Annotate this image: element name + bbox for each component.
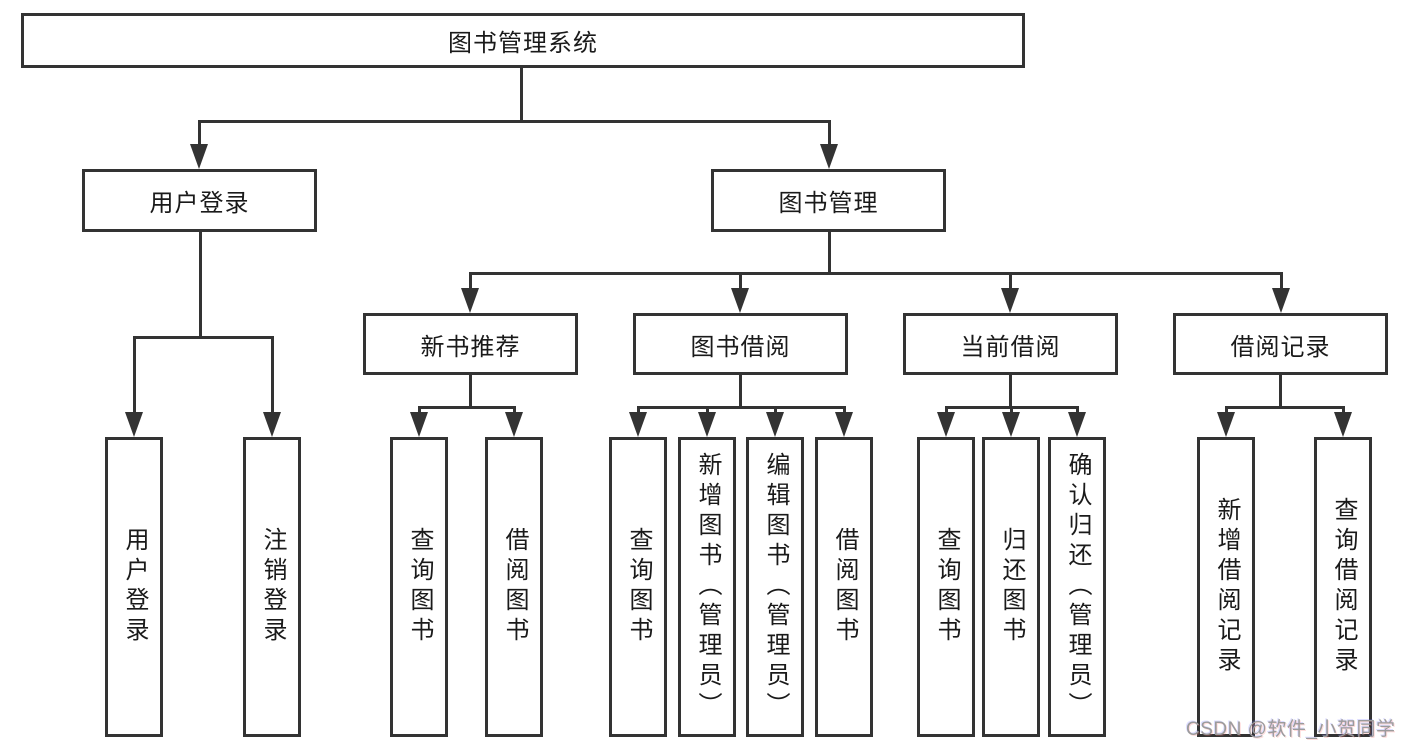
edge-leaf-line	[774, 406, 777, 415]
arrow-down-icon	[766, 412, 784, 437]
leaf-user-login: 用户登录	[105, 437, 163, 737]
edge-to-leaf-logout-line	[271, 336, 274, 414]
leaf-user-login-label: 用户登录	[121, 527, 148, 647]
edge-leaf-line	[1225, 406, 1228, 415]
edge-new-book-split-line	[418, 406, 516, 409]
leaf-borrow-books-label: 借阅图书	[831, 527, 858, 647]
node-root-book-management-system: 图书管理系统	[21, 13, 1025, 68]
node-book-borrow: 图书借阅	[633, 313, 848, 375]
node-book-management-label: 图书管理	[778, 190, 879, 217]
arrow-down-icon	[461, 288, 479, 313]
edge-leaf-line	[1342, 406, 1345, 415]
edge-to-current-borrow-line	[1009, 272, 1012, 291]
leaf-borrow-books-newbook-label: 借阅图书	[501, 527, 528, 647]
edge-root-stem-line	[520, 68, 523, 123]
leaf-query-books-current: 查询图书	[917, 437, 975, 737]
leaf-query-borrow-record-label: 查询借阅记录	[1330, 497, 1357, 677]
arrow-down-icon	[1217, 412, 1235, 437]
edge-leaf-line	[1076, 406, 1079, 415]
node-new-book-recommend-label: 新书推荐	[420, 333, 521, 361]
leaf-add-borrow-record: 新增借阅记录	[1197, 437, 1255, 737]
edge-book-borrow-stem-line	[739, 375, 742, 408]
arrow-down-icon	[125, 412, 143, 437]
leaf-add-borrow-record-label: 新增借阅记录	[1213, 497, 1240, 677]
arrow-down-icon	[410, 412, 428, 437]
node-current-borrow: 当前借阅	[903, 313, 1118, 375]
leaf-borrow-books: 借阅图书	[815, 437, 873, 737]
leaf-return-books-label: 归还图书	[998, 527, 1025, 647]
node-root-label: 图书管理系统	[448, 30, 598, 57]
edge-to-borrow-record-line	[1280, 272, 1283, 291]
leaf-query-books-newbook-label: 查询图书	[406, 527, 433, 647]
arrow-down-icon	[698, 412, 716, 437]
node-book-management: 图书管理	[711, 169, 946, 232]
node-current-borrow-label: 当前借阅	[960, 333, 1061, 361]
arrow-down-icon	[820, 144, 838, 169]
leaf-add-books-admin-label: 新增图书（管理员）	[694, 452, 721, 722]
edge-book-mgmt-split-line	[469, 272, 1283, 275]
edge-leaf-line	[1010, 406, 1013, 415]
leaf-query-books-borrow: 查询图书	[609, 437, 667, 737]
edge-leaf-line	[843, 406, 846, 415]
node-borrow-record-label: 借阅记录	[1230, 333, 1331, 361]
arrow-down-icon	[835, 412, 853, 437]
csdn-watermark: CSDN @软件_小贺同学	[1186, 719, 1396, 740]
leaf-query-books-newbook: 查询图书	[390, 437, 448, 737]
node-user-login: 用户登录	[82, 169, 317, 232]
leaf-confirm-return-admin: 确认归还（管理员）	[1048, 437, 1106, 737]
arrow-down-icon	[190, 144, 208, 169]
edge-to-leaf-login-line	[133, 336, 136, 414]
arrow-down-icon	[1002, 412, 1020, 437]
node-new-book-recommend: 新书推荐	[363, 313, 578, 375]
arrow-down-icon	[1334, 412, 1352, 437]
edge-leaf-line	[706, 406, 709, 415]
edge-leaf-line	[637, 406, 640, 415]
arrow-down-icon	[263, 412, 281, 437]
arrow-down-icon	[1272, 288, 1290, 313]
edge-leaf-line	[945, 406, 948, 415]
edge-user-login-split-line	[133, 336, 274, 339]
edge-leaf-line	[418, 406, 421, 415]
leaf-edit-books-admin-label: 编辑图书（管理员）	[762, 452, 789, 722]
leaf-logout-label: 注销登录	[259, 527, 286, 647]
leaf-logout: 注销登录	[243, 437, 301, 737]
edge-book-borrow-split-line	[637, 406, 846, 409]
edge-current-borrow-stem-line	[1009, 375, 1012, 408]
arrow-down-icon	[629, 412, 647, 437]
leaf-query-books-current-label: 查询图书	[933, 527, 960, 647]
edge-to-book-borrow-line	[739, 272, 742, 291]
edge-borrow-record-stem-line	[1279, 375, 1282, 408]
node-user-login-label: 用户登录	[149, 190, 250, 217]
edge-book-mgmt-stem-line	[828, 232, 831, 275]
arrow-down-icon	[1001, 288, 1019, 313]
arrow-down-icon	[1068, 412, 1086, 437]
leaf-return-books: 归还图书	[982, 437, 1040, 737]
edge-new-book-stem-line	[469, 375, 472, 408]
leaf-confirm-return-admin-label: 确认归还（管理员）	[1064, 452, 1091, 722]
arrow-down-icon	[505, 412, 523, 437]
arrow-down-icon	[937, 412, 955, 437]
edge-leaf-line	[513, 406, 516, 415]
edge-to-user-login-line	[198, 120, 201, 147]
leaf-query-books-borrow-label: 查询图书	[625, 527, 652, 647]
arrow-down-icon	[731, 288, 749, 313]
node-book-borrow-label: 图书借阅	[690, 333, 791, 361]
edge-user-login-stem-line	[199, 232, 202, 338]
edge-to-book-mgmt-line	[828, 120, 831, 147]
leaf-query-borrow-record: 查询借阅记录	[1314, 437, 1372, 737]
edge-root-split-line	[198, 120, 831, 123]
edge-to-new-book-line	[469, 272, 472, 291]
leaf-edit-books-admin: 编辑图书（管理员）	[746, 437, 804, 737]
node-borrow-record: 借阅记录	[1173, 313, 1388, 375]
leaf-add-books-admin: 新增图书（管理员）	[678, 437, 736, 737]
edge-borrow-record-split-line	[1225, 406, 1345, 409]
leaf-borrow-books-newbook: 借阅图书	[485, 437, 543, 737]
